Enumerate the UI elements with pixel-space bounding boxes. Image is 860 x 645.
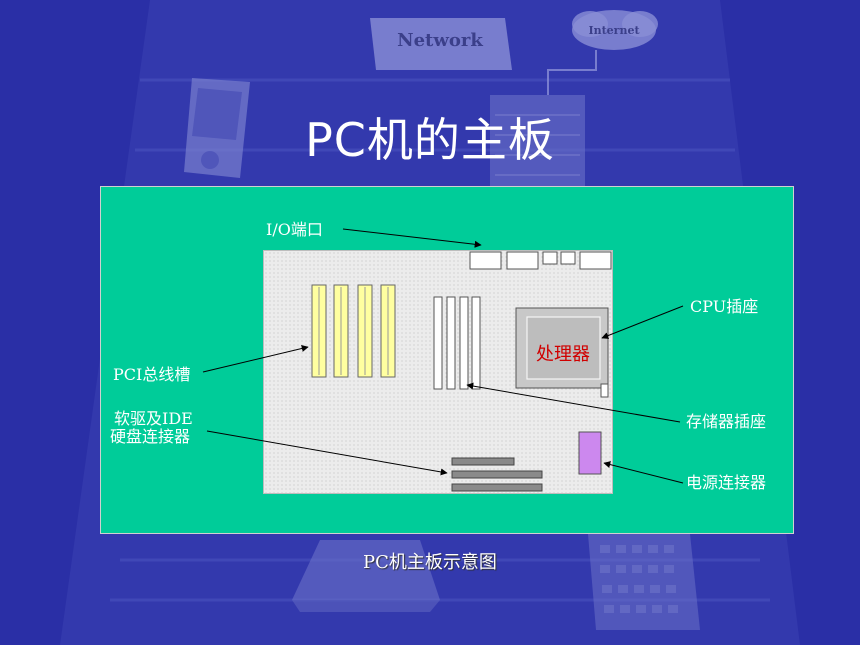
memory-socket-1 (433, 296, 443, 390)
memory-sockets (433, 296, 481, 390)
io-port-3 (542, 251, 558, 265)
floppy-ide-label-line2: 硬盘连接器 (110, 427, 191, 446)
io-port-2 (506, 251, 539, 270)
ide-connector-1 (451, 470, 543, 479)
pda-icon (184, 78, 250, 178)
floppy-connector (451, 457, 515, 466)
figure-caption: PC机主板示意图 (363, 552, 497, 573)
io-port-4 (560, 251, 576, 265)
pci-slot-arrow (202, 345, 309, 373)
cpu-socket-arrow (601, 305, 684, 339)
server-icon (490, 95, 585, 190)
ide-connector-arrow (206, 430, 448, 476)
cpu-socket-label: CPU插座 (690, 297, 759, 316)
io-port-5 (579, 251, 612, 270)
network-box-icon: Network (370, 18, 512, 70)
cpu-socket (515, 307, 609, 398)
internet-label: Internet (588, 24, 640, 37)
memory-socket-3 (459, 296, 469, 390)
io-port-1 (469, 251, 502, 270)
power-connector-arrow (603, 461, 684, 484)
power-connector-label: 电源连接器 (686, 473, 767, 492)
ide-connector-2 (451, 483, 543, 492)
cpu-chip-label: 处理器 (536, 344, 590, 365)
network-label: Network (397, 30, 483, 51)
ide-connectors (451, 457, 543, 492)
laptop-icon (292, 540, 440, 612)
memory-socket-4 (471, 296, 481, 390)
io-ports (469, 251, 612, 270)
keypad-device-icon (588, 534, 700, 630)
io-port-arrow (342, 228, 482, 248)
slide-title: PC机的主板 (305, 113, 555, 167)
memory-socket-2 (446, 296, 456, 390)
internet-cloud-icon: Internet (547, 10, 658, 95)
floppy-ide-label-line1: 软驱及IDE (114, 409, 193, 428)
memory-socket-label: 存储器插座 (686, 412, 767, 431)
memory-socket-arrow (466, 382, 681, 423)
power-connector (578, 431, 602, 475)
pci-slot-label: PCI总线槽 (113, 365, 191, 384)
pci-slots (311, 284, 396, 378)
io-port-label: I/O端口 (266, 220, 323, 239)
